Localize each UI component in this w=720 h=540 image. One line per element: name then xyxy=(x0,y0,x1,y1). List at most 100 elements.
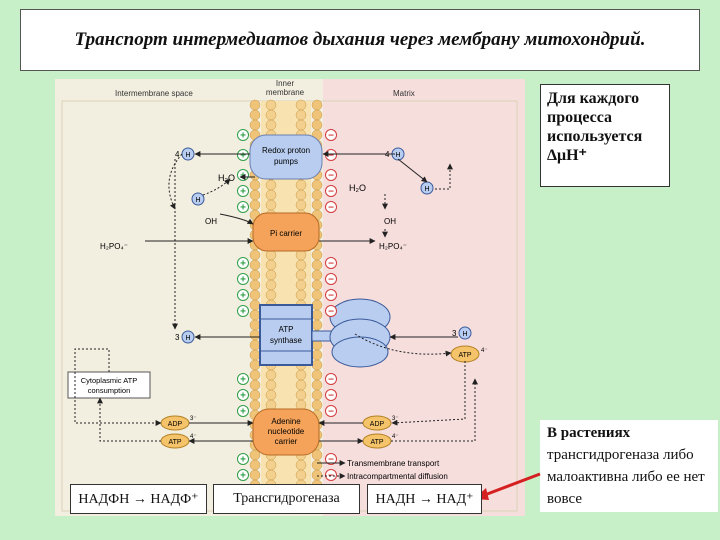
lipid-head xyxy=(311,189,323,201)
h-count-left-top: 4 xyxy=(175,150,180,159)
plus-charge-icon xyxy=(237,149,249,161)
adenine-label-2: nucleotide xyxy=(268,427,305,436)
lipid-head xyxy=(311,359,323,371)
plus-charge-icon xyxy=(237,389,249,401)
lipid-head xyxy=(311,99,323,111)
pi-carrier-label: Pi carrier xyxy=(270,229,302,238)
lipid-head xyxy=(311,249,323,261)
minus-charge-icon xyxy=(325,201,337,213)
box-transhydrogenase: Трансгидрогеназа xyxy=(213,484,360,514)
lipid-head xyxy=(249,179,261,191)
svg-text:ADP: ADP xyxy=(370,421,385,428)
svg-text:+: + xyxy=(240,131,246,142)
lipid-head xyxy=(311,459,323,471)
h2po4-right: H₂PO₄⁻ xyxy=(379,242,407,251)
note-plants: В растениях трансгидрогеназа либо малоак… xyxy=(540,420,718,512)
svg-text:+: + xyxy=(240,375,246,386)
oh-left: OH xyxy=(205,217,217,226)
lipid-head xyxy=(265,379,277,391)
minus-charge-icon xyxy=(325,453,337,465)
svg-text:−: − xyxy=(328,407,334,418)
svg-text:+: + xyxy=(240,471,246,482)
mitochondrial-transport-figure: Intermembrane space Inner membrane Matri… xyxy=(55,79,525,516)
cytoplasmic-atp-box xyxy=(67,371,151,399)
minus-charge-icon xyxy=(325,469,337,481)
minus-charge-icon xyxy=(325,129,337,141)
svg-text:consumption: consumption xyxy=(88,386,131,395)
note-proton-gradient: Для каждого процесса используется ΔμH⁺ xyxy=(540,84,670,187)
svg-text:4⁻: 4⁻ xyxy=(190,434,197,440)
lipid-head xyxy=(265,469,277,481)
svg-text:+: + xyxy=(240,307,246,318)
lipid-head xyxy=(265,199,277,211)
lipid-head xyxy=(265,179,277,191)
svg-text:+: + xyxy=(240,151,246,162)
minus-charge-icon xyxy=(325,405,337,417)
box-nadh: НАДН → НАД⁺ xyxy=(367,484,482,514)
svg-text:−: − xyxy=(328,275,334,286)
minus-charge-icon xyxy=(325,169,337,181)
lipid-head xyxy=(311,469,323,481)
lipid-head xyxy=(311,269,323,281)
svg-text:Cytoplasmic ATP: Cytoplasmic ATP xyxy=(81,376,138,385)
lipid-head xyxy=(265,279,277,291)
lipid-head xyxy=(311,309,323,321)
lipid-head xyxy=(249,319,261,331)
plus-charge-icon xyxy=(237,405,249,417)
legend-intracompartmental: Intracompartmental diffusion xyxy=(347,472,448,481)
lipid-head xyxy=(311,259,323,271)
matrix-region xyxy=(323,79,525,516)
lipid-head xyxy=(249,339,261,351)
lipid-head xyxy=(295,369,307,381)
h-count-right-atp: 3 xyxy=(452,329,457,338)
svg-text:−: − xyxy=(328,307,334,318)
minus-charge-icon xyxy=(325,305,337,317)
svg-text:+: + xyxy=(240,259,246,270)
slide-title: Транспорт интермедиатов дыхания через ме… xyxy=(20,9,700,71)
f1-head-bottom xyxy=(331,336,389,368)
svg-text:3⁻: 3⁻ xyxy=(190,416,197,422)
minus-charge-icon xyxy=(325,389,337,401)
red-pointer-arrow xyxy=(474,472,541,500)
adenine-carrier xyxy=(252,408,320,456)
lipid-head xyxy=(249,309,261,321)
svg-text:+: + xyxy=(240,171,246,182)
svg-text:−: − xyxy=(328,259,334,270)
lipid-head xyxy=(295,119,307,131)
svg-text:H: H xyxy=(185,335,190,342)
lipid-head xyxy=(265,99,277,111)
svg-text:ATP: ATP xyxy=(458,352,471,359)
minus-charge-icon xyxy=(325,257,337,269)
svg-text:ATP: ATP xyxy=(370,439,383,446)
svg-text:H: H xyxy=(185,152,190,159)
svg-text:4⁻: 4⁻ xyxy=(481,348,488,354)
minus-charge-icon xyxy=(325,373,337,385)
svg-text:+: + xyxy=(240,203,246,214)
adenine-label-1: Adenine xyxy=(271,417,301,426)
plus-charge-icon xyxy=(237,129,249,141)
lipid-head xyxy=(249,359,261,371)
svg-text:−: − xyxy=(328,391,334,402)
lipid-head xyxy=(311,119,323,131)
svg-text:H: H xyxy=(462,331,467,338)
h2o-right: H₂O xyxy=(349,183,366,193)
lipid-head xyxy=(249,389,261,401)
legend-transmembrane: Transmembrane transport xyxy=(347,459,440,468)
plus-charge-icon xyxy=(237,257,249,269)
svg-text:+: + xyxy=(240,187,246,198)
svg-text:−: − xyxy=(328,375,334,386)
svg-text:−: − xyxy=(328,131,334,142)
plus-charge-icon xyxy=(237,201,249,213)
lipid-head xyxy=(295,389,307,401)
lipid-head xyxy=(295,99,307,111)
svg-text:−: − xyxy=(328,455,334,466)
svg-text:3⁻: 3⁻ xyxy=(392,416,399,422)
lipid-head xyxy=(249,379,261,391)
lipid-head xyxy=(311,399,323,411)
lipid-head xyxy=(249,369,261,381)
lipid-head xyxy=(265,459,277,471)
lipid-head xyxy=(311,279,323,291)
lipid-head xyxy=(249,279,261,291)
oh-right: OH xyxy=(384,217,396,226)
plus-charge-icon xyxy=(237,469,249,481)
